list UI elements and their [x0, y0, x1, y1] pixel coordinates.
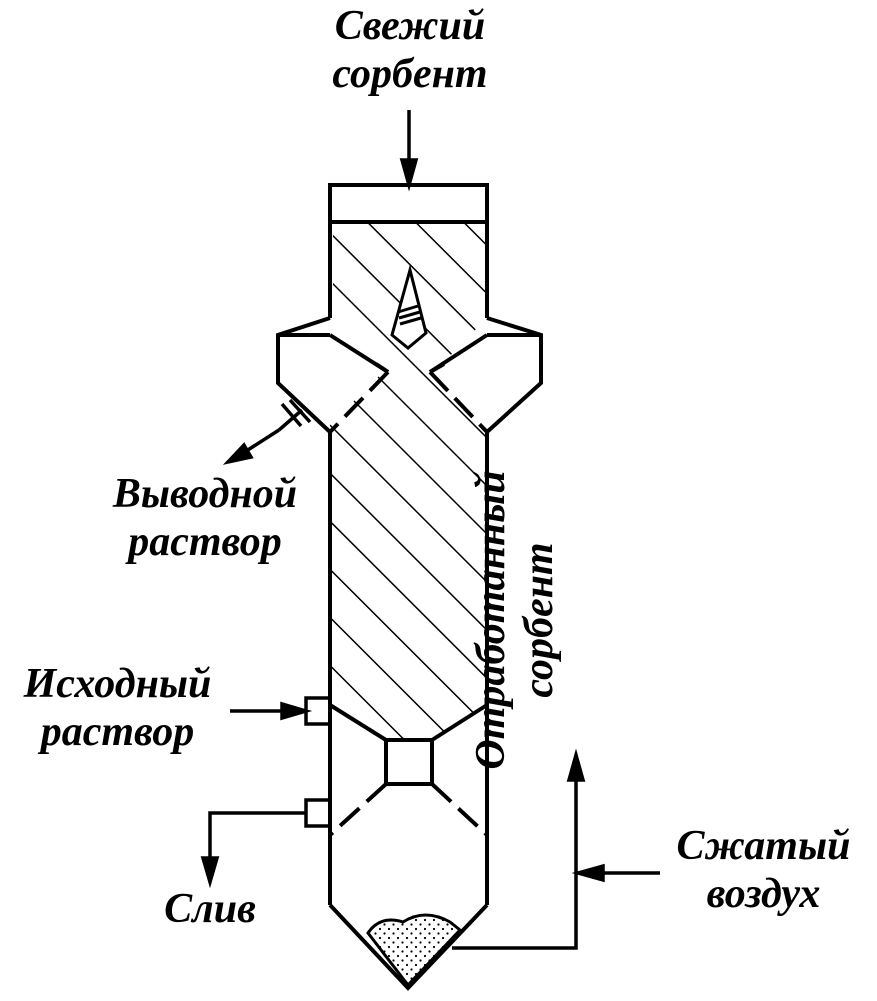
fresh-sorbent-label: Свежий сорбент [300, 2, 520, 98]
source-solution-nozzle [230, 696, 332, 726]
fresh-sorbent-arrow [399, 110, 419, 192]
output-solution-nozzle [222, 398, 312, 465]
separator-head [276, 316, 543, 434]
central-cone-pointer [390, 264, 428, 350]
spent-sorbent-line2: сорбент [516, 542, 562, 698]
spent-sorbent-line1: Отработанный [468, 470, 514, 770]
output-solution-label: Выводной раствор [80, 470, 330, 566]
compressed-air-line1: Сжатый [676, 823, 851, 869]
fresh-sorbent-line1: Свежий [334, 3, 486, 49]
source-solution-label: Исходный раствор [0, 660, 235, 756]
drain-nozzle [200, 798, 332, 889]
compressed-air-label: Сжатый воздух [650, 822, 877, 918]
source-solution-line1: Исходный [23, 661, 212, 707]
drain-label: Слив [150, 885, 270, 933]
airlift-line [452, 748, 660, 950]
lower-throat [328, 703, 489, 837]
compressed-air-line2: воздух [706, 871, 821, 917]
output-solution-line2: раствор [128, 519, 282, 565]
settled-sorbent [366, 913, 463, 988]
fresh-sorbent-line2: сорбент [332, 51, 488, 97]
spent-sorbent-label: Отработанный сорбент [467, 440, 563, 800]
source-solution-line2: раствор [40, 709, 195, 755]
output-solution-line1: Выводной [112, 471, 298, 517]
drain-line1: Слив [164, 886, 256, 932]
